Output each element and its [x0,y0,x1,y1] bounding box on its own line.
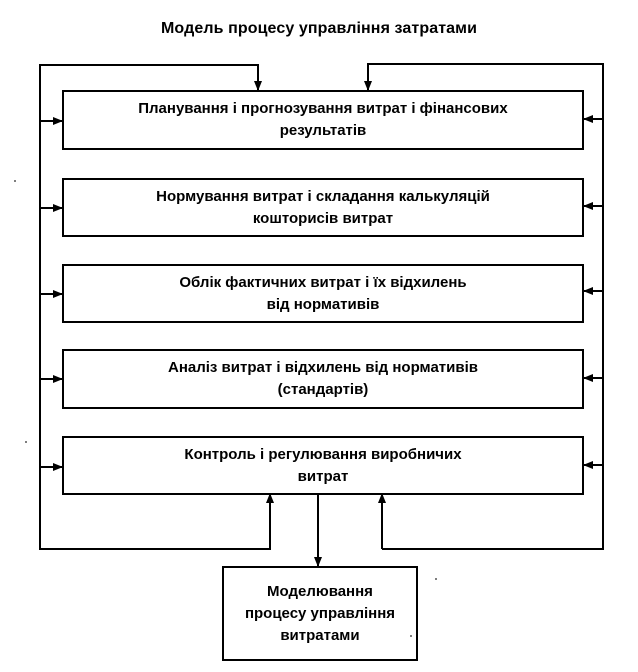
box-planning: Планування і прогнозування витрат і фіна… [62,90,584,150]
scan-speck [14,180,16,182]
scan-speck [435,578,437,580]
box-control: Контроль і регулювання виробничих витрат [62,436,584,495]
diagram-title: Модель процесу управління затратами [161,20,477,37]
box-accounting-label: Облік фактичних витрат і їх відхилень ві… [179,273,467,313]
scan-speck [410,635,412,637]
box-norming: Нормування витрат і складання калькуляці… [62,178,584,237]
box-planning-label: Планування і прогнозування витрат і фіна… [138,100,508,139]
box-accounting: Облік фактичних витрат і їх відхилень ві… [62,264,584,323]
box-analysis: Аналіз витрат і відхилень від нормативів… [62,349,584,409]
scan-speck [25,441,27,443]
box-modeling: Моделювання процесу управління витратами [222,566,418,661]
right-loop-line [364,63,604,550]
box-modeling-label: Моделювання процесу управління витратами [244,582,396,644]
box-analysis-label: Аналіз витрат і відхилень від нормативів… [168,359,478,398]
box-norming-label: Нормування витрат і складання калькуляці… [156,187,490,227]
box-control-label: Контроль і регулювання виробничих витрат [184,445,462,485]
